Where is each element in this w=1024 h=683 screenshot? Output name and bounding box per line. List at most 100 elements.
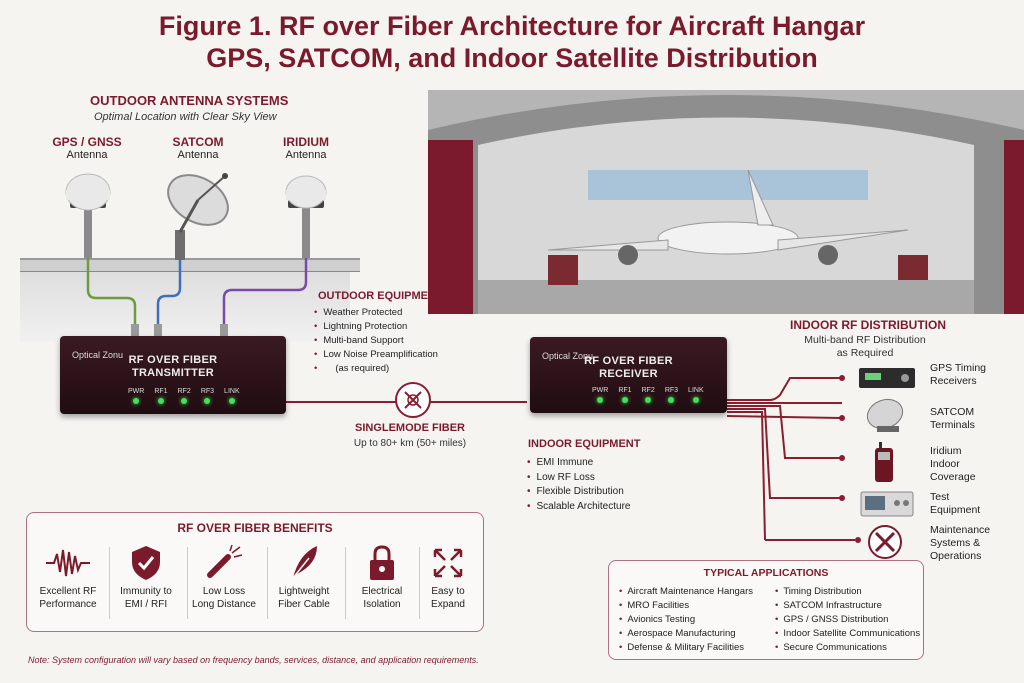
device-label-line: Iridium [930,445,962,457]
transmitter-brand: Optical Zonu [72,350,124,360]
shield-check-icon [132,546,160,580]
rf-connector-2 [154,324,162,336]
benefit-item: Lightweight Fiber Cable [269,541,339,611]
feather-icon [292,546,317,579]
benefit-label: Lightweight [278,586,330,597]
device-label-line: Receivers [930,375,977,387]
fiber-distribution-lines [286,375,845,540]
outdoor-equipment-item: Lightning Protection [314,320,438,334]
receiver-leds: PWR RF1 RF2 RF3 LINK [592,387,704,403]
indoor-equipment-item: Scalable Architecture [527,500,631,515]
antenna-name: GPS / GNSS [52,135,122,149]
antenna-type: Antenna [285,149,327,161]
device-label-timing: GPS Timing Receivers [930,362,986,388]
benefit-item: Excellent RF Performance [33,541,103,611]
device-label-line: Systems & [930,537,981,549]
aircraft-icon [547,169,909,265]
device-label-line: Terminals [930,419,975,431]
branch-line-3 [727,405,842,459]
branch-line-5 [727,411,766,540]
benefits-panel: RF OVER FIBER BENEFITS Excellent RF Perf… [26,512,484,632]
led-indicator: PWR [128,388,144,404]
lock-icon [370,545,394,580]
configuration-note: Note: System configuration will vary bas… [28,655,479,665]
led-indicator: LINK [688,387,704,403]
benefit-label: Long Distance [192,599,256,610]
figure-title-line2: GPS, SATCOM, and Indoor Satellite Distri… [206,43,818,73]
antenna-label-satcom: SATCOM Antenna [153,135,243,161]
benefit-item: Immunity to EMI / RFI [111,541,181,611]
gps-cable [86,210,137,325]
benefit-label: EMI / RFI [124,599,168,610]
transmitter-line1: RF OVER FIBER [128,354,218,366]
benefits-header: RF OVER FIBER BENEFITS [177,521,333,535]
indoor-equipment-list: EMI Immune Low RF Loss Flexible Distribu… [527,456,631,515]
waveform-icon [46,549,90,577]
led-label: RF3 [200,388,215,395]
antenna-name: SATCOM [172,135,224,149]
branch-line-4 [727,408,842,499]
led-indicator: PWR [592,387,608,403]
led-indicator: RF3 [665,387,678,403]
led-indicator: RF3 [201,388,214,404]
led-label: RF1 [618,387,632,394]
satcom-terminal-icon [866,398,904,432]
application-item: GPS / GNSS Distribution [775,613,920,627]
receiver-line2: RECEIVER [599,368,658,380]
device-label-line: Maintenance [930,524,991,536]
led-indicator: RF2 [642,387,655,403]
benefit-label: Low Loss [202,586,246,597]
distribution-device-icons [859,368,915,559]
applications-panel: TYPICAL APPLICATIONS Aircraft Maintenanc… [608,560,924,660]
benefit-item: Low Loss Long Distance [189,541,259,611]
device-label-satcom: SATCOM Terminals [930,406,975,432]
outdoor-equipment-note: (as required) [335,363,390,374]
indoor-equipment-header: INDOOR EQUIPMENT [528,438,641,450]
fiber-sublabel: Up to 80+ km (50+ miles) [353,438,467,449]
branch-line-1 [727,377,842,401]
indoor-equipment-item: Low RF Loss [527,471,630,486]
led-label: LINK [688,387,704,394]
led-label: RF1 [154,388,168,395]
outdoor-equipment-item: Multi-band Support [314,334,438,348]
benefit-label: Easy to [431,586,465,597]
benefit-label: Excellent RF [39,586,97,597]
indoor-equipment-item: EMI Immune [527,456,630,471]
led-label: PWR [128,388,145,395]
distribution-subheader-2: as Required [836,347,894,359]
led-indicator: RF2 [178,388,191,404]
application-item: MRO Facilities [619,599,753,613]
device-label-line: Coverage [930,471,976,483]
test-equipment-icon [860,491,914,517]
transmitter-leds: PWR RF1 RF2 RF3 LINK [128,388,240,404]
fiber-light-icon [207,545,243,578]
outdoor-equipment-list: Weather Protected Lightning Protection M… [314,306,438,376]
application-item: Defense & Military Facilities [619,641,753,655]
device-label-iridium: Iridium Indoor Coverage [930,445,976,484]
rof-receiver: Optical Zonu RF OVER FIBER RECEIVER PWR … [530,337,727,413]
led-label: LINK [224,388,240,395]
receiver-brand: Optical Zonu [542,351,594,361]
receiver-line1: RF OVER FIBER [584,355,673,367]
tools-icon [868,525,902,559]
outdoor-equipment-item: (as required) [314,362,438,376]
benefit-item: Electrical Isolation [347,541,417,611]
applications-list-right: Timing Distribution SATCOM Infrastructur… [775,585,920,655]
fiber-label: SINGLEMODE FIBER [354,422,465,434]
device-label-line: SATCOM [930,406,975,418]
outdoor-equipment-item: Weather Protected [314,306,438,320]
device-label-line: Operations [930,550,982,562]
distribution-header: INDOOR RF DISTRIBUTION [790,318,946,332]
device-label-maintenance: Maintenance Systems & Operations [930,524,990,563]
satcom-cable [156,240,182,325]
rf-connector-1 [131,324,139,336]
antenna-label-iridium: IRIDIUM Antenna [261,135,351,161]
antenna-name: IRIDIUM [283,135,329,149]
led-label: RF2 [177,388,191,395]
iridium-cable [222,210,308,325]
led-indicator: LINK [224,388,240,404]
iridium-phone-icon [875,442,893,482]
device-label-test: Test Equipment [930,491,980,517]
led-indicator: RF1 [154,388,168,404]
benefit-label: Immunity to [120,586,172,597]
